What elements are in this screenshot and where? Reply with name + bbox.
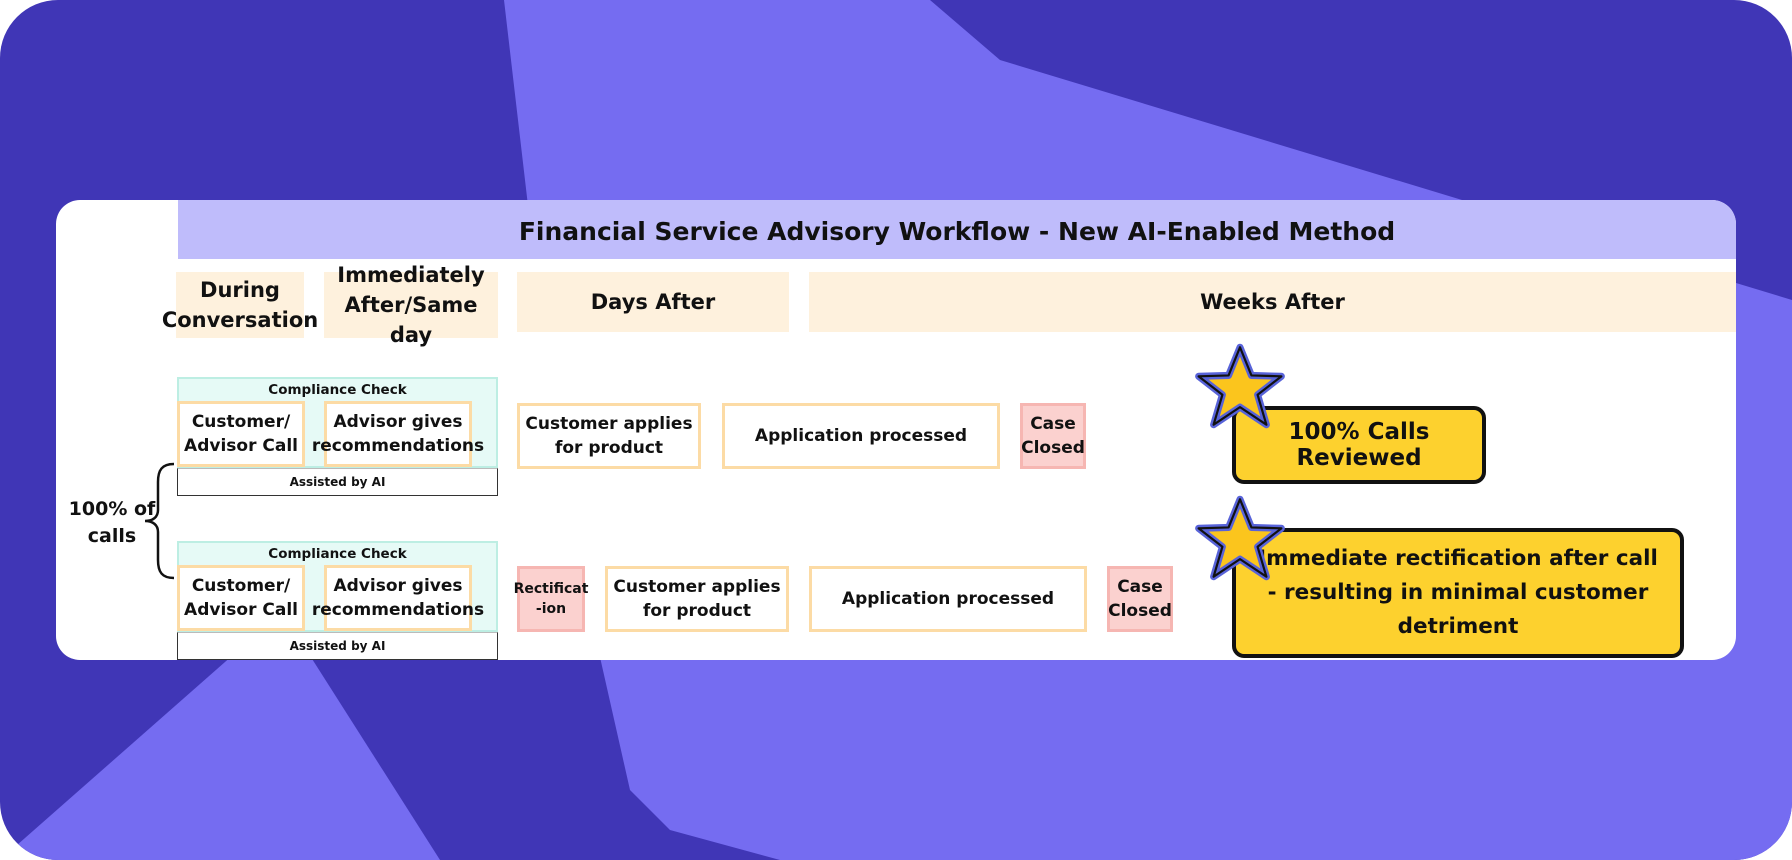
customer-applies-step: Customer applies for product [605,566,789,632]
star-icon [1195,343,1285,429]
diagram-title: Financial Service Advisory Workflow - Ne… [178,200,1736,259]
calls-reviewed-callout: 100% Calls Reviewed [1232,406,1486,484]
advisor-recommendations-step: Advisor gives recommendations [312,401,484,467]
application-processed-step: Application processed [809,566,1087,632]
case-closed-step: Case Closed [1020,403,1086,469]
compliance-check-label: Compliance Check [268,382,407,398]
phase-during-conversation: During Conversation [162,272,318,338]
rectification-step: Rectificat -ion [514,566,588,632]
customer-advisor-call-step: Customer/ Advisor Call [177,565,305,631]
customer-advisor-call-step: Customer/ Advisor Call [177,401,305,467]
application-processed-step: Application processed [722,403,1000,469]
customer-applies-step: Customer applies for product [517,403,701,469]
assisted-by-ai-label: Assisted by AI [177,632,498,660]
phase-days-after: Days After [517,272,789,332]
phase-weeks-after: Weeks After [809,272,1736,332]
rectification-callout: Immediate rectification after call - res… [1232,528,1684,658]
advisor-recommendations-step: Advisor gives recommendations [312,565,484,631]
brace-icon [144,462,175,580]
compliance-check-label: Compliance Check [268,546,407,562]
assisted-by-ai-label: Assisted by AI [177,468,498,496]
phase-immediately-after: Immediately After/Same day [324,263,498,347]
star-icon [1195,495,1285,581]
case-closed-step: Case Closed [1107,566,1173,632]
workflow-card: Financial Service Advisory Workflow - Ne… [56,200,1736,660]
total-calls-label: 100% of calls [68,498,156,547]
